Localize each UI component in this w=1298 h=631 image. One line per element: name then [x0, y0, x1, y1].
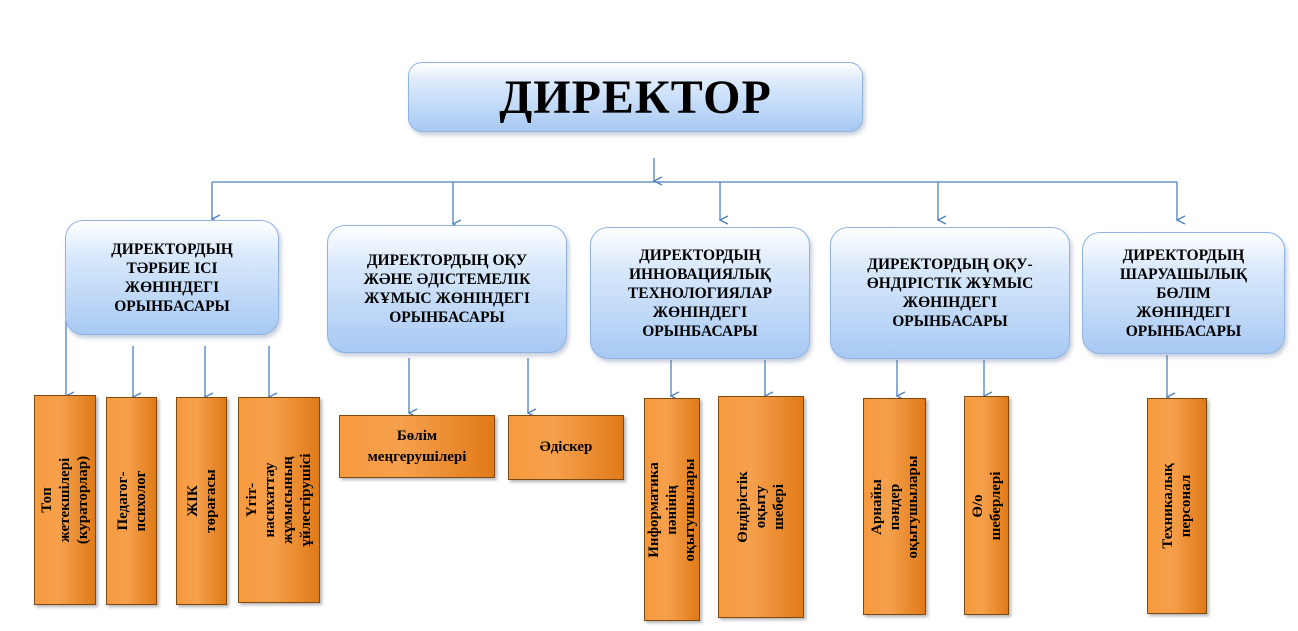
deputy-box-academic: ДИРЕКТОРДЫҢ ОҚУ ЖӘНЕ ӘДІСТЕМЕЛІК ЖҰМЫС Ж… — [327, 225, 567, 353]
deputy-box-production: ДИРЕКТОРДЫҢ ОҚУ- ӨНДІРІСТІК ЖҰМЫС ЖӨНІНД… — [830, 227, 1070, 359]
staff-label: Техникалық персонал — [1160, 463, 1194, 549]
deputy-box-education: ДИРЕКТОРДЫҢ ТӘРБИЕ ІСІ ЖӨНІНДЕГІ ОРЫНБАС… — [65, 220, 279, 335]
staff-box-department-heads: Бөлім меңгерушілері — [339, 415, 495, 478]
deputy-label: ДИРЕКТОРДЫҢ ИННОВАЦИЯЛЫҚ ТЕХНОЛОГИЯЛАР Ж… — [627, 246, 773, 340]
staff-label: Ө/о шеберлері — [969, 471, 1004, 540]
staff-box-masters: Ө/о шеберлері — [964, 396, 1009, 615]
staff-label: Информатика пәнінің оқытушылары — [646, 458, 698, 561]
deputy-label: ДИРЕКТОРДЫҢ ОҚУ ЖӘНЕ ӘДІСТЕМЕЛІК ЖҰМЫС Ж… — [363, 252, 531, 326]
staff-label: Педагог-психолог — [114, 470, 149, 532]
staff-label: ЖІК төрағасы — [184, 469, 219, 533]
staff-label: Өндірістік оқыту шебері — [735, 471, 787, 543]
staff-box-psychologist: Педагог-психолог — [106, 397, 157, 605]
staff-box-production-master: Өндірістік оқыту шебері — [718, 396, 804, 618]
staff-box-special-subject-teachers: Арнайы пәндер оқытушылары — [863, 398, 926, 615]
staff-box-propaganda-coordinator: Үгіт-насихаттау жұмысының ұйлестірушісі — [238, 397, 320, 603]
deputy-label: ДИРЕКТОРДЫҢ ШАРУАШЫЛЫҚ БӨЛІМ ЖӨНІНДЕГІ О… — [1119, 246, 1248, 340]
staff-box-group-curators: Топ жетекшілері (кураторлар) — [34, 395, 96, 605]
director-label: ДИРЕКТОР — [499, 70, 772, 124]
staff-box-methodologist: Әдіскер — [508, 415, 624, 480]
deputy-box-household: ДИРЕКТОРДЫҢ ШАРУАШЫЛЫҚ БӨЛІМ ЖӨНІНДЕГІ О… — [1082, 232, 1285, 354]
deputy-label: ДИРЕКТОРДЫҢ ОҚУ- ӨНДІРІСТІК ЖҰМЫС ЖӨНІНД… — [866, 256, 1034, 330]
staff-label: Арнайы пәндер оқытушылары — [868, 455, 921, 558]
staff-box-technical-personnel: Техникалық персонал — [1147, 398, 1207, 614]
director-box: ДИРЕКТОР — [408, 62, 863, 132]
staff-label: Үгіт-насихаттау жұмысының ұйлестірушісі — [244, 453, 314, 547]
deputy-label: ДИРЕКТОРДЫҢ ТӘРБИЕ ІСІ ЖӨНІНДЕГІ ОРЫНБАС… — [111, 240, 233, 315]
staff-box-zhik-chair: ЖІК төрағасы — [176, 397, 227, 605]
staff-box-informatics-teachers: Информатика пәнінің оқытушылары — [644, 398, 700, 621]
staff-label: Бөлім меңгерушілері — [367, 427, 467, 465]
deputy-box-innovation: ДИРЕКТОРДЫҢ ИННОВАЦИЯЛЫҚ ТЕХНОЛОГИЯЛАР Ж… — [590, 227, 810, 359]
staff-label: Әдіскер — [539, 439, 593, 455]
staff-label: Топ жетекшілері (кураторлар) — [39, 455, 91, 545]
